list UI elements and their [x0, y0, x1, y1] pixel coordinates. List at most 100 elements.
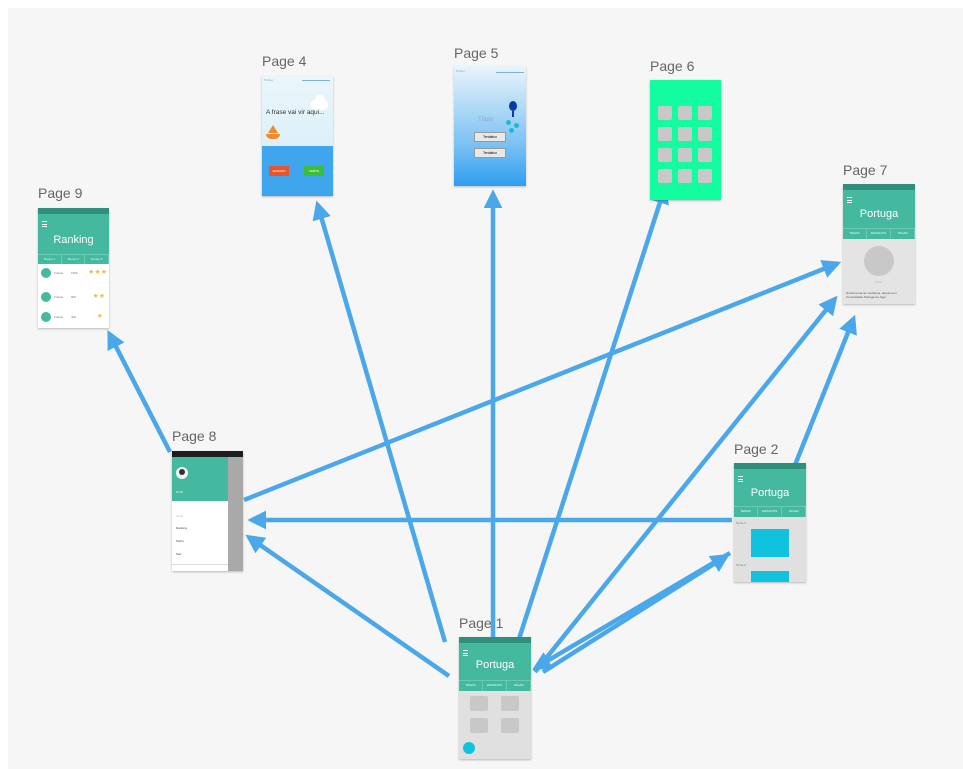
page-8-thumbnail[interactable]: Perfil Início Ranking Sobre Sair [172, 451, 243, 571]
tab-desafios[interactable]: DESAFIOS [758, 507, 782, 517]
status-bar [38, 208, 109, 214]
ranking-header [38, 208, 109, 254]
level-tile[interactable] [658, 169, 672, 183]
level-tile[interactable] [698, 169, 712, 183]
page-9-title: Page 9 [38, 185, 83, 201]
page-4-thumbnail[interactable]: Portug A frase vai vir aqui... ERRADO CE… [262, 76, 333, 196]
grid-tile[interactable] [470, 718, 488, 733]
phrase-text: A frase vai vir aqui... [266, 109, 325, 116]
bubble-icon [509, 128, 514, 133]
tab-bar: TEMAS DESAFIOS JOGAR [843, 228, 915, 239]
arrow-page8-to-page7 [243, 260, 842, 503]
grid-tile[interactable] [470, 696, 488, 711]
arrow-page2-to-page1 [532, 551, 732, 670]
theme-label: Tema 2 [736, 563, 746, 567]
level-tile[interactable] [678, 106, 692, 120]
status-bar [734, 463, 806, 469]
profile-label: Perfil [176, 490, 183, 494]
status-bar [459, 637, 531, 643]
level-tile[interactable] [658, 127, 672, 141]
page-8-title: Page 8 [172, 428, 217, 444]
page-6-thumbnail[interactable] [650, 80, 721, 200]
grid-tile[interactable] [501, 696, 519, 711]
page-1-thumbnail[interactable]: Portuga TEMAS DESAFIOS JOGAR [459, 637, 531, 759]
star-rating: ★ [96, 313, 103, 320]
tab-jogar[interactable]: JOGAR [507, 681, 531, 691]
page-heading: Título [478, 117, 494, 123]
page-7-thumbnail[interactable]: Portuga TEMAS DESAFIOS JOGAR Texto Nunca… [843, 184, 915, 304]
boat-icon [266, 134, 280, 139]
player-name: Fulano [54, 271, 64, 275]
level-tile[interactable] [698, 127, 712, 141]
status-bar [843, 184, 915, 190]
level-tile[interactable] [658, 148, 672, 162]
level-tile[interactable] [698, 106, 712, 120]
page-9-thumbnail[interactable]: Ranking Tempo 1 Tempo 2 Tempo 3 Fulano 1… [38, 208, 109, 328]
ranking-row: Fulano 1500 ★★★ [41, 268, 107, 280]
drawer-item-inicio[interactable]: Início [176, 514, 184, 518]
arrow-page1-to-page6 [515, 184, 669, 643]
arrow-page1-to-page7 [533, 295, 838, 674]
level-tile[interactable] [678, 169, 692, 183]
tab-temas[interactable]: TEMAS [843, 229, 867, 239]
ranking-row: Fulano 900 ★★ [41, 292, 107, 304]
avatar[interactable] [176, 467, 188, 479]
tab-jogar[interactable]: JOGAR [891, 229, 915, 239]
app-title: Portuga [859, 208, 899, 220]
bubble-icon [506, 120, 511, 125]
fab-button[interactable] [463, 742, 475, 754]
tab-jogar[interactable]: JOGAR [782, 507, 806, 517]
app-title: Portuga [750, 487, 790, 499]
status-bar [172, 451, 243, 457]
avatar-face [179, 469, 185, 475]
attempt-button[interactable]: Tentativo [474, 148, 506, 158]
page-2-thumbnail[interactable]: Portuga TEMAS DESAFIOS JOGAR Tema 1 Tema… [734, 463, 806, 582]
page-5-thumbnail[interactable]: Portug Título Tentativo Tentativo [454, 66, 526, 186]
errado-button[interactable]: ERRADO [269, 166, 289, 176]
certo-button[interactable]: CERTO [304, 166, 324, 176]
theme-card[interactable] [751, 529, 789, 557]
level-tile[interactable] [698, 148, 712, 162]
theme-label: Tema 1 [736, 521, 746, 525]
progress-bar [496, 72, 524, 73]
player-name: Fulano [54, 295, 64, 299]
scrim [228, 451, 243, 571]
page-4-title: Page 4 [262, 53, 307, 69]
tab-bar: TEMAS DESAFIOS JOGAR [459, 680, 531, 691]
arrow-page1-to-page8 [245, 534, 451, 678]
cloud-icon [310, 100, 328, 110]
image-caption: Texto [875, 280, 883, 284]
tab-tempo-1[interactable]: Tempo 1 [38, 255, 62, 264]
star-rating: ★★★ [88, 269, 107, 276]
level-tile[interactable] [678, 127, 692, 141]
tab-desafios[interactable]: DESAFIOS [867, 229, 891, 239]
avatar [41, 292, 51, 302]
ranking-row: Fulano 400 ★ [41, 312, 107, 324]
tab-temas[interactable]: TEMAS [734, 507, 758, 517]
menu-icon [847, 197, 852, 203]
app-header [843, 184, 915, 228]
level-tile[interactable] [658, 106, 672, 120]
arrow-page8-to-page9 [107, 329, 173, 454]
drawer-item-ranking[interactable]: Ranking [176, 526, 188, 530]
theme-card[interactable] [751, 571, 789, 582]
tab-temas[interactable]: TEMAS [459, 681, 483, 691]
bubble-icon [514, 123, 519, 128]
drawer-item-sair[interactable]: Sair [176, 552, 182, 556]
page-7-title: Page 7 [843, 162, 888, 178]
balloon-icon [509, 101, 517, 111]
tab-tempo-3[interactable]: Tempo 3 [85, 255, 109, 264]
level-tile[interactable] [678, 148, 692, 162]
tab-bar: TEMAS DESAFIOS JOGAR [734, 506, 806, 517]
arrow-page2-to-page7 [792, 314, 857, 466]
attempt-button[interactable]: Tentativo [474, 132, 506, 142]
body-text: Nunca tema ter confiança, depois tem Com… [846, 291, 897, 299]
grid-tile[interactable] [501, 718, 519, 733]
boat-icon [268, 125, 278, 133]
page-6-title: Page 6 [650, 58, 695, 74]
tab-tempo-2[interactable]: Tempo 2 [62, 255, 86, 264]
balloon-icon [512, 111, 514, 117]
drawer-item-sobre[interactable]: Sobre [176, 539, 185, 543]
tab-desafios[interactable]: DESAFIOS [483, 681, 507, 691]
menu-icon [463, 650, 468, 656]
